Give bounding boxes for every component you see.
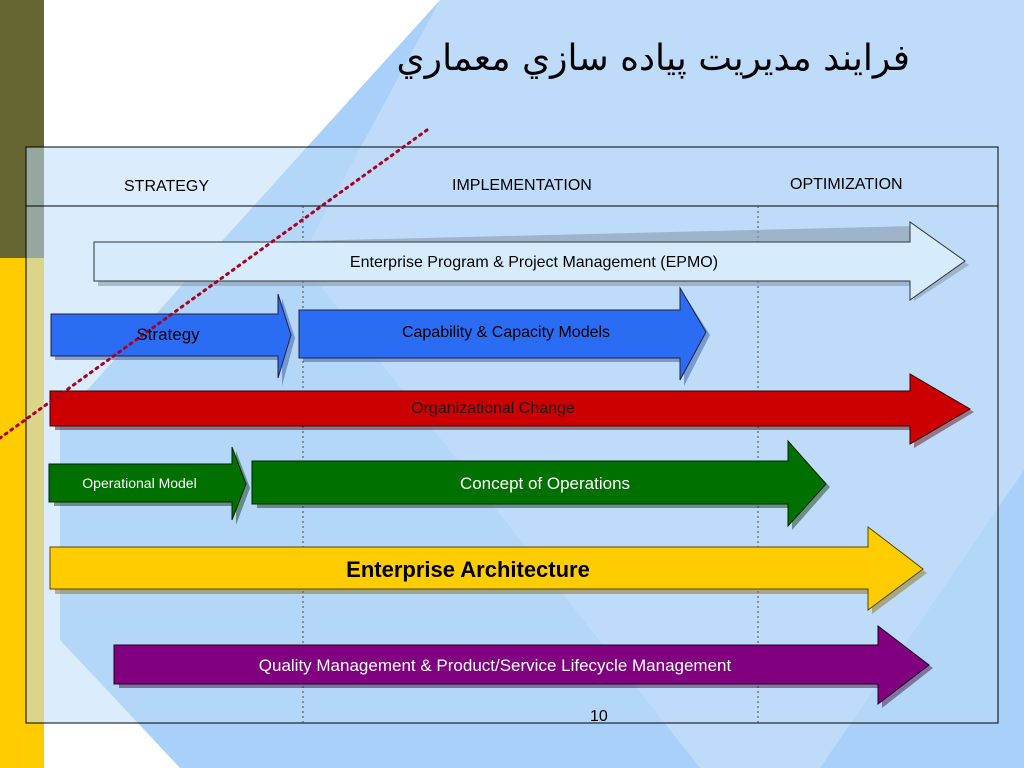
arrow-epmo <box>93 221 966 301</box>
arrow-label-capability: Capability & Capacity Models <box>401 324 611 341</box>
column-header-strategy: STRATEGY <box>124 178 210 195</box>
arrow-strategy <box>50 293 292 379</box>
column-header-optimization: OPTIMIZATION <box>790 176 903 193</box>
arrow-org-change <box>49 373 971 445</box>
arrow-label-ea: Enterprise Architecture <box>346 557 590 582</box>
page-number: 10 <box>590 708 608 725</box>
arrow-op-model <box>48 446 247 521</box>
arrow-label-quality: Quality Management & Product/Service Lif… <box>258 656 732 675</box>
arrow-label-epmo: Enterprise Program & Project Management … <box>349 254 719 271</box>
arrow-quality <box>113 624 930 706</box>
arrow-conops <box>251 439 827 528</box>
slide-title: فرايند مديريت پياده سازي معماري <box>396 38 911 79</box>
arrow-label-conops: Concept of Operations <box>459 474 631 493</box>
arrow-label-op-model: Operational Model <box>82 475 197 491</box>
arrow-label-strategy: Strategy <box>136 325 200 344</box>
column-header-implementation: IMPLEMENTATION <box>452 177 592 194</box>
arrow-capability <box>298 286 707 381</box>
arrow-label-org-change: Organizational Change <box>411 400 575 417</box>
arrow-ea <box>49 525 924 611</box>
